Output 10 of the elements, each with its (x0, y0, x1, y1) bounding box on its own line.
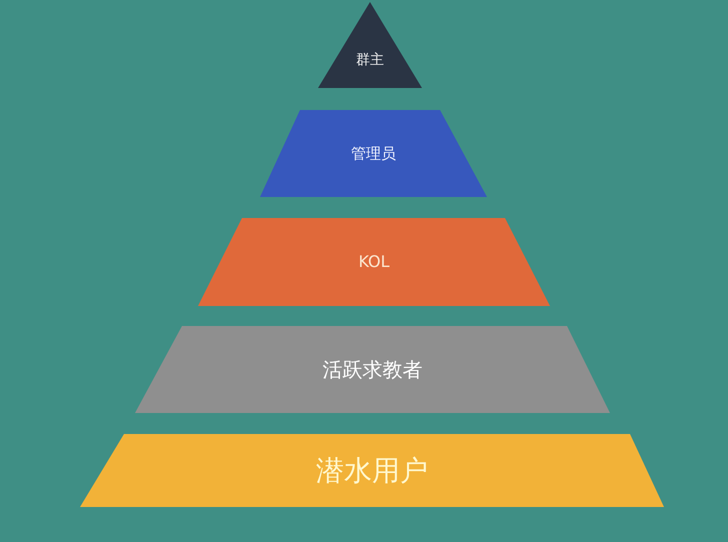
pyramid-tier (80, 434, 664, 507)
pyramid-tier (135, 326, 610, 413)
pyramid-tier (198, 218, 550, 306)
tier-label: 潜水用户 (316, 454, 428, 487)
apex-triangle (318, 2, 422, 88)
tier-label: 群主 (356, 52, 384, 69)
tier-label: KOL (358, 252, 390, 272)
pyramid-tier (260, 110, 487, 197)
tier-label: 管理员 (351, 144, 396, 162)
tier-label: 活跃求教者 (322, 358, 422, 381)
